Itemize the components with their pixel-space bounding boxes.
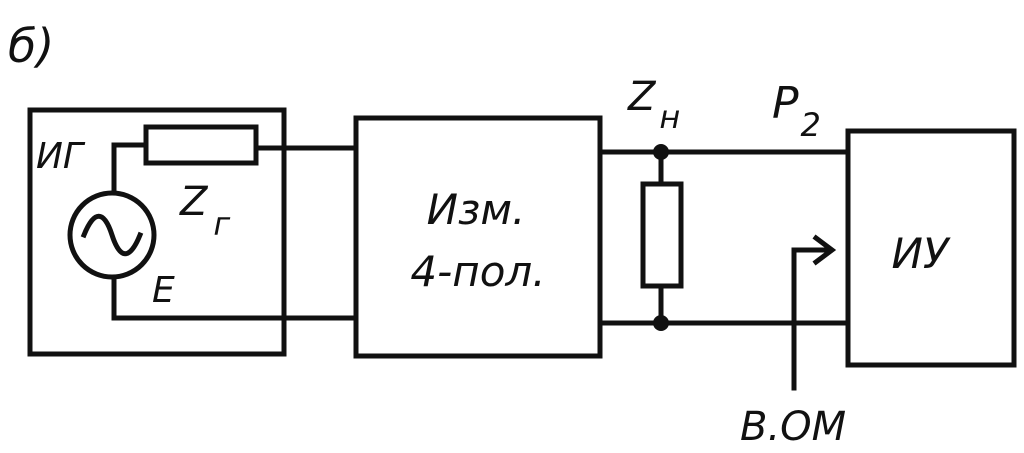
generator-impedance-subscript: г: [213, 205, 230, 243]
load-label-subscript: н: [659, 98, 680, 136]
arrow-right-icon: [812, 234, 837, 266]
generator-impedance-letter: Z: [179, 179, 209, 225]
load-resistor: [640, 181, 684, 289]
load-label-letter: Z: [627, 74, 657, 120]
meter-block: [845, 128, 1017, 368]
sine-wave-icon: [80, 213, 144, 257]
reference-input-label: В.ОМ: [740, 404, 846, 450]
four-port-label-line1: Изм.: [427, 185, 526, 234]
generator-output-wire-bottom: [111, 274, 359, 321]
output-power-subscript: 2: [801, 106, 821, 144]
generator-wire-top-left: [111, 142, 149, 200]
measured-four-port-block: [353, 115, 603, 359]
reference-input-wire: [791, 247, 831, 391]
generator-label: ИГ: [36, 136, 86, 177]
generator-impedance-resistor: [143, 124, 259, 166]
emf-label: E: [152, 270, 175, 311]
figure-label: б): [8, 19, 54, 73]
meter-label: ИУ: [891, 229, 950, 278]
output-power-label: P2: [772, 78, 821, 144]
four-port-label-line2: 4-пол.: [410, 247, 545, 296]
output-power-letter: P: [772, 78, 799, 129]
